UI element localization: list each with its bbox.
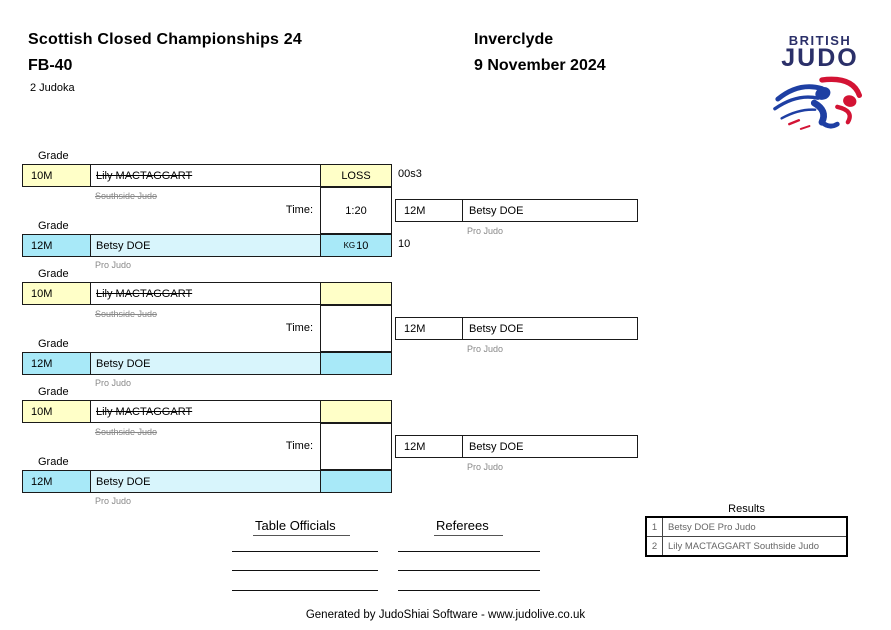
result-cell: [320, 471, 391, 492]
logo-text-judo: JUDO: [781, 44, 859, 72]
match-row-bottom: 12M Betsy DOE: [22, 470, 392, 493]
time-label: Time:: [285, 440, 313, 452]
result-cell: [320, 353, 391, 374]
match-time-cell: [320, 423, 392, 470]
result-place: 2: [647, 537, 663, 555]
referees-heading: Referees: [434, 518, 503, 536]
judoka-count: 2 Judoka: [30, 82, 75, 94]
results-title: Results: [728, 503, 765, 515]
score-top: 00s3: [398, 168, 422, 180]
winner-name-cell: Betsy DOE: [469, 322, 524, 335]
signature-line: [398, 590, 540, 591]
results-row: 2 Lily MACTAGGART Southside Judo: [647, 536, 846, 555]
winner-box: 12M Betsy DOE: [395, 317, 638, 340]
club-label: Southside Judo: [95, 191, 158, 201]
match-row-top: 10M Lily MACTAGGART: [22, 400, 392, 423]
grade-label: Grade: [38, 456, 69, 468]
venue: Inverclyde: [474, 31, 554, 48]
result-cell: LOSS: [320, 165, 391, 186]
winner-name-cell: Betsy DOE: [469, 440, 524, 453]
winner-club-label: Pro Judo: [467, 462, 504, 472]
winner-box: 12M Betsy DOE: [395, 199, 638, 222]
event-date: 9 November 2024: [474, 57, 606, 74]
result-name: Betsy DOE Pro Judo: [668, 521, 756, 533]
club-label: Southside Judo: [95, 427, 158, 437]
match-row-bottom: 12M Betsy DOE: [22, 352, 392, 375]
judoka-emblem-icon: [773, 76, 862, 130]
signature-line: [232, 570, 378, 571]
generator-credit: Generated by JudoShiai Software - www.ju…: [305, 609, 586, 621]
winner-grade-cell: 12M: [396, 200, 463, 221]
winner-grade-cell: 12M: [396, 436, 463, 457]
judoka-name-cell: Betsy DOE: [91, 471, 320, 492]
result-place: 1: [647, 518, 663, 536]
signature-line: [398, 570, 540, 571]
british-judo-logo: BRITISH JUDO: [770, 33, 870, 137]
match-time-cell: [320, 305, 392, 352]
grade-cell: 10M: [23, 283, 91, 304]
judoka-name-cell: Betsy DOE: [91, 353, 320, 374]
winner-grade-cell: 12M: [396, 318, 463, 339]
category-title: FB-40: [28, 57, 73, 74]
table-officials-heading: Table Officials: [253, 518, 350, 536]
winner-club-label: Pro Judo: [467, 226, 504, 236]
club-label: Pro Judo: [95, 260, 132, 270]
club-label: Pro Judo: [95, 496, 132, 506]
score-bottom: 10: [398, 238, 411, 250]
judoka-name-cell: Lily MACTAGGART: [96, 287, 193, 300]
grade-label: Grade: [38, 338, 69, 350]
results-row: 1 Betsy DOE Pro Judo: [647, 518, 846, 536]
result-cell: [320, 283, 391, 304]
judoka-name-cell: Lily MACTAGGART: [96, 169, 193, 182]
grade-cell: 12M: [23, 471, 91, 492]
logo-text-british: BRITISH: [788, 33, 852, 48]
grade-cell: 12M: [23, 353, 91, 374]
club-label: Southside Judo: [95, 309, 158, 319]
match-time-cell: 1:20: [320, 187, 392, 234]
judoka-name-cell: Betsy DOE: [91, 235, 320, 256]
grade-cell: 12M: [23, 235, 91, 256]
grade-cell: 10M: [23, 401, 91, 422]
match-row-top: 10M Lily MACTAGGART LOSS: [22, 164, 392, 187]
time-label: Time:: [285, 322, 313, 334]
winner-name-cell: Betsy DOE: [469, 204, 524, 217]
time-label: Time:: [285, 204, 313, 216]
bracket-2: Grade 10M Lily MACTAGGART Southside Judo…: [0, 268, 891, 388]
results-table: 1 Betsy DOE Pro Judo 2 Lily MACTAGGART S…: [645, 516, 848, 557]
grade-cell: 10M: [23, 165, 91, 186]
winner-box: 12M Betsy DOE: [395, 435, 638, 458]
grade-label: Grade: [38, 150, 69, 162]
competition-title: Scottish Closed Championships 24: [28, 31, 303, 48]
bracket-1: Grade 10M Lily MACTAGGART LOSS Southside…: [0, 150, 891, 270]
signature-line: [232, 551, 378, 552]
match-row-top: 10M Lily MACTAGGART: [22, 282, 392, 305]
club-label: Pro Judo: [95, 378, 132, 388]
winner-club-label: Pro Judo: [467, 344, 504, 354]
signature-line: [398, 551, 540, 552]
result-name: Lily MACTAGGART Southside Judo: [668, 540, 820, 552]
judoka-name-cell: Lily MACTAGGART: [96, 405, 193, 418]
signature-line: [232, 590, 378, 591]
bracket-3: Grade 10M Lily MACTAGGART Southside Judo…: [0, 386, 891, 506]
grade-label: Grade: [38, 220, 69, 232]
grade-label: Grade: [38, 386, 69, 398]
result-cell: [320, 401, 391, 422]
grade-label: Grade: [38, 268, 69, 280]
